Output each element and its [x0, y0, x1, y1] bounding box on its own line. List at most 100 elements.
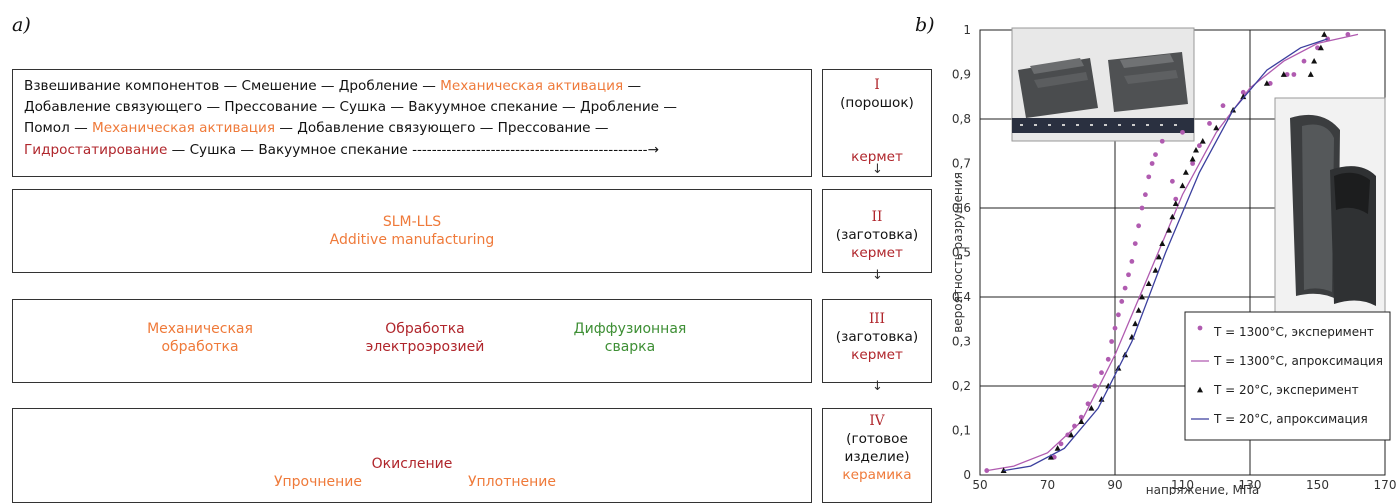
stage1-segment: Добавление связующего — Прессование — Су… [24, 99, 677, 116]
y-tick-label: 0,2 [952, 379, 971, 393]
data-point-circle [1345, 32, 1351, 37]
data-point-triangle [1311, 57, 1318, 64]
x-tick-label: 90 [1107, 478, 1122, 492]
data-point-triangle [1280, 71, 1287, 77]
stage2-material: кермет [851, 245, 903, 261]
stage4-oxidation: Окисление [371, 456, 453, 472]
stage4-label-text1: (готовое [846, 431, 908, 447]
stage3-item3-line2: сварка [604, 339, 656, 355]
x-tick-label: 130 [1239, 478, 1262, 492]
data-point-circle [1129, 259, 1135, 264]
x-tick-label: 170 [1374, 478, 1397, 492]
data-point-circle [984, 468, 990, 473]
data-point-circle [1099, 370, 1104, 376]
data-point-triangle [1179, 182, 1186, 189]
data-point-triangle [1172, 200, 1179, 206]
arrow-down-2: ↓ [872, 268, 883, 283]
data-point-circle [1180, 129, 1185, 135]
stage4-densification: Уплотнение [468, 474, 556, 490]
x-tick-label: 150 [1306, 478, 1329, 492]
y-tick-label: 0,4 [952, 290, 971, 304]
stage1-roman: I [874, 77, 880, 93]
data-point-circle [1136, 223, 1142, 229]
series-line-3 [1003, 38, 1328, 472]
data-point-triangle [1169, 213, 1176, 220]
stage2-roman: II [871, 209, 883, 225]
data-point-circle [1207, 121, 1212, 126]
stage4-roman: IV [869, 413, 885, 429]
data-point-circle [1325, 36, 1331, 42]
stage4-label: IV (готовое изделие) керамика [822, 412, 932, 484]
stage4-material: керамика [842, 467, 912, 483]
y-tick-label: 0 [963, 468, 971, 482]
stage2-label-box [822, 189, 932, 273]
data-point-circle [1240, 89, 1246, 95]
data-point-circle [1173, 196, 1179, 202]
data-point-triangle [1098, 396, 1105, 402]
stage1-segment: Механическая активация [92, 120, 276, 137]
stage1-line-4: Гидростатирование — Сушка — Вакуумное сп… [24, 140, 804, 161]
data-point-circle [1301, 58, 1307, 64]
y-axis-label: вероятность разрушения [951, 172, 965, 333]
stage3-item-welding: Диффузионная сварка [545, 320, 715, 356]
stage3-item3-line1: Диффузионная [573, 321, 687, 337]
data-point-triangle [1152, 267, 1159, 273]
chart-series [984, 31, 1359, 473]
stage1-segment: Гидростатирование [24, 141, 168, 158]
legend-label: T = 1300°C, эксперимент [1213, 325, 1374, 339]
data-point-circle [1146, 174, 1152, 180]
data-point-triangle [1088, 405, 1095, 411]
data-point-circle [1132, 241, 1138, 247]
data-point-triangle [1145, 280, 1152, 287]
y-tick-label: 0,1 [952, 424, 971, 438]
data-point-circle [1122, 285, 1128, 291]
stage1-segment: — [623, 78, 642, 94]
stage2-label: II (заготовка) кермет [822, 208, 932, 262]
data-point-triangle [1317, 44, 1324, 51]
stage1-segment: Помол — [24, 120, 93, 137]
stage3-label-box [822, 299, 932, 383]
data-point-triangle [1263, 80, 1270, 86]
stage1-segment: — Сушка — Вакуумное спекание -----------… [167, 141, 659, 158]
data-point-triangle [1132, 320, 1139, 327]
x-tick-label: 50 [972, 478, 987, 492]
panel-label-a: a) [12, 14, 31, 36]
x-tick-label: 110 [1171, 478, 1194, 492]
stage2-line2: Additive manufacturing [329, 232, 495, 248]
data-point-triangle [1199, 138, 1206, 144]
legend-box [1184, 311, 1391, 441]
stage2-process-text: SLM-LLS Additive manufacturing [12, 213, 812, 249]
data-point-triangle [1155, 253, 1162, 260]
data-point-circle [1058, 441, 1064, 447]
stage3-item1-line1: Механическая [147, 321, 253, 337]
y-tick-label: 0,9 [952, 68, 971, 82]
data-point-triangle [1189, 155, 1196, 162]
data-point-circle [1149, 161, 1155, 166]
data-point-circle [1105, 356, 1111, 362]
stage3-item-edm: Обработка электроэрозией [340, 320, 510, 356]
data-point-triangle [1139, 293, 1145, 300]
data-point-circle [1153, 152, 1158, 158]
chart-photos [1011, 27, 1386, 314]
data-point-circle [1220, 103, 1226, 109]
data-point-circle [1190, 161, 1196, 166]
stage3-material: кермет [851, 347, 903, 363]
data-point-triangle [1054, 445, 1061, 451]
data-point-circle [1169, 178, 1175, 184]
stage3-item2-line1: Обработка [385, 321, 465, 337]
y-tick-label: 0,8 [952, 112, 971, 126]
data-point-circle [1119, 299, 1125, 304]
stage3-item2-line2: электроэрозией [365, 339, 485, 355]
series-line-1 [986, 33, 1359, 472]
stage1-segment: Механическая активация [440, 78, 624, 94]
data-point-circle [1109, 339, 1115, 344]
stage3-item1-line2: обработка [161, 339, 239, 355]
data-point-triangle [1240, 93, 1247, 100]
data-point-triangle [1166, 227, 1172, 233]
data-point-circle [1126, 272, 1131, 278]
y-tick-label: 0,5 [952, 246, 971, 260]
x-tick-label: 70 [1040, 478, 1055, 492]
legend-label: T = 1300°C, апроксимация [1213, 354, 1383, 368]
